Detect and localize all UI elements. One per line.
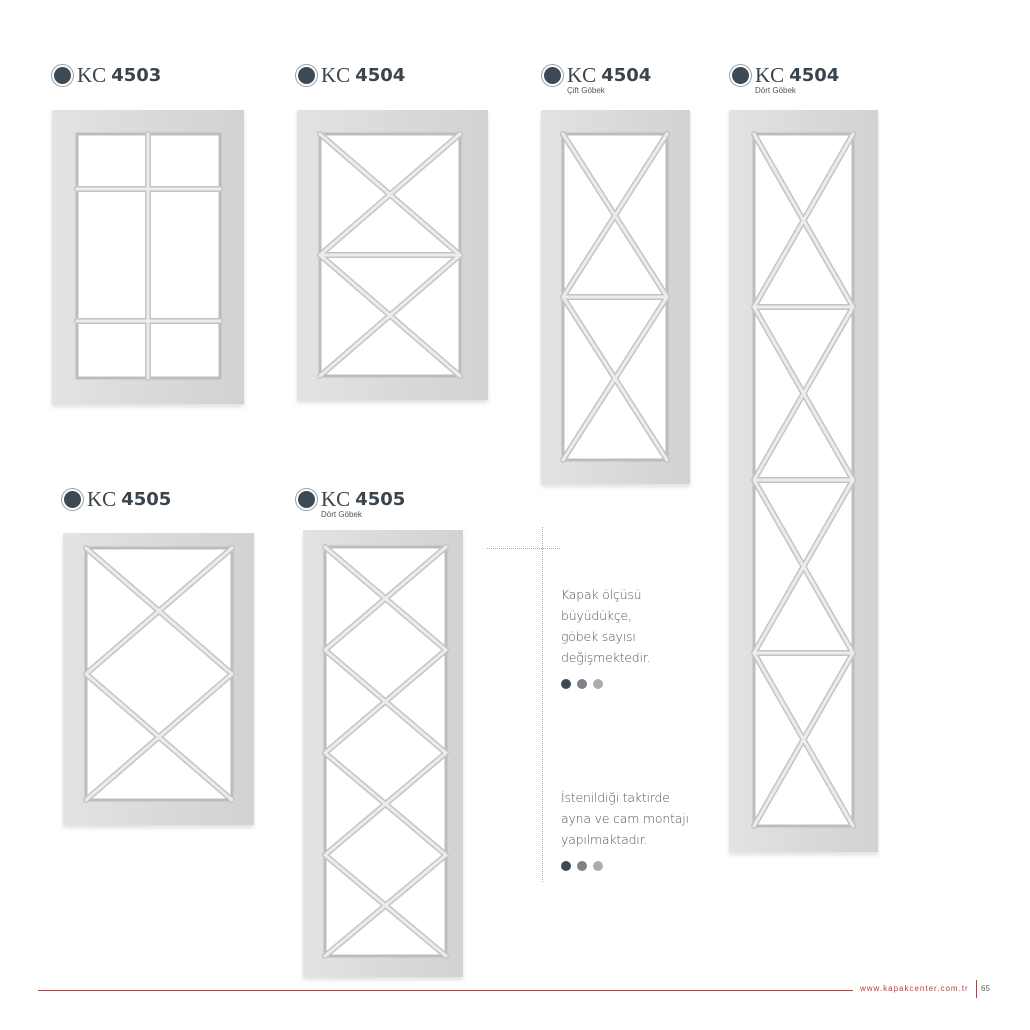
bullet-icon [732, 67, 749, 84]
bullet-icon [544, 67, 561, 84]
door-kc4504-dort-gobek [729, 110, 878, 852]
note-line: ayna ve cam montajı [561, 811, 689, 826]
dot-icon [593, 861, 603, 871]
note-line: büyüdükçe, [561, 608, 632, 623]
bullet-icon [64, 491, 81, 508]
product-subtitle: Çift Göbek [567, 86, 605, 95]
note-line: göbek sayısı [561, 629, 636, 644]
footer-website-link[interactable]: www.kapakcenter.com.tr [860, 984, 969, 993]
note-line: İstenildiği taktirde [561, 790, 670, 805]
color-dots [561, 679, 603, 689]
product-subtitle: Dört Göbek [755, 86, 796, 95]
dot-icon [561, 861, 571, 871]
title-prefix: KC [321, 487, 351, 511]
door-kc4505-dort-gobek [303, 530, 463, 977]
title-code: 4504 [789, 65, 840, 86]
page-number: 65 [981, 984, 990, 993]
dot-icon [577, 861, 587, 871]
title-prefix: KC [77, 63, 107, 87]
note-line: yapılmaktadır. [561, 832, 648, 847]
bullet-icon [54, 67, 71, 84]
product-title-kc4505-dort: KC 4505 [298, 487, 405, 512]
door-kc4504 [297, 110, 488, 400]
note-size: Kapak ölçüsü büyüdükçe, göbek sayısı değ… [561, 584, 651, 668]
note-line: değişmektedir. [561, 650, 651, 665]
title-code: 4505 [355, 489, 406, 510]
product-title-kc4503: KC 4503 [54, 63, 161, 88]
product-title-kc4504-dort: KC 4504 [732, 63, 839, 88]
dotted-divider-horizontal [487, 548, 560, 549]
door-kc4503 [52, 110, 244, 404]
dot-icon [577, 679, 587, 689]
product-title-kc4504: KC 4504 [298, 63, 405, 88]
door-kc4504-cift-gobek [541, 110, 690, 484]
title-prefix: KC [567, 63, 597, 87]
product-title-kc4504-cift: KC 4504 [544, 63, 651, 88]
page-number-divider [976, 980, 977, 998]
title-code: 4504 [601, 65, 652, 86]
note-mirror-glass: İstenildiği taktirde ayna ve cam montajı… [561, 787, 689, 850]
title-code: 4503 [111, 65, 162, 86]
color-dots [561, 861, 603, 871]
bullet-icon [298, 67, 315, 84]
dot-icon [561, 679, 571, 689]
title-code: 4505 [121, 489, 172, 510]
footer-rule [38, 990, 853, 991]
dotted-divider-vertical [542, 527, 543, 882]
bullet-icon [298, 491, 315, 508]
title-prefix: KC [755, 63, 785, 87]
title-prefix: KC [87, 487, 117, 511]
dot-icon [593, 679, 603, 689]
note-line: Kapak ölçüsü [561, 587, 642, 602]
product-title-kc4505: KC 4505 [64, 487, 171, 512]
title-prefix: KC [321, 63, 351, 87]
title-code: 4504 [355, 65, 406, 86]
product-subtitle: Dört Göbek [321, 510, 362, 519]
door-kc4505 [63, 533, 254, 825]
